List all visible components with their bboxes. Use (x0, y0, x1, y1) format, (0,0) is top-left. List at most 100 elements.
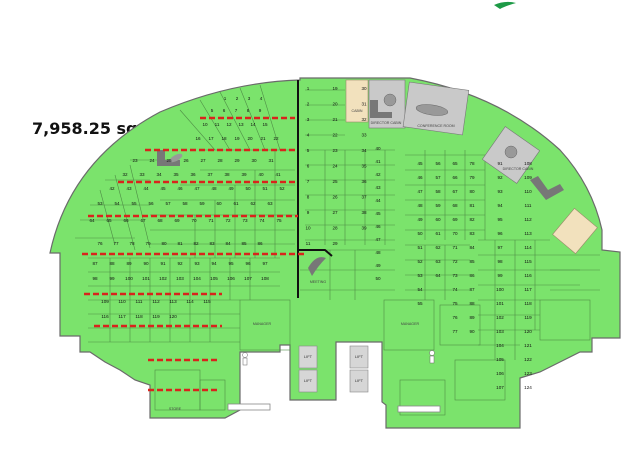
seat-number: 80 (469, 189, 475, 194)
seat-number: 119 (524, 315, 532, 320)
seat-number: 85 (241, 241, 247, 246)
seat-number: 21 (260, 136, 266, 141)
seat-number: 123 (524, 371, 532, 376)
seat-number: 49 (417, 217, 423, 222)
seat-number: 111 (136, 299, 143, 304)
seat-number: 116 (101, 314, 109, 319)
seat-number: 50 (375, 276, 381, 281)
seat-number: 84 (225, 241, 231, 246)
seat-number: 29 (234, 158, 240, 163)
seat-number: 117 (118, 314, 126, 319)
seat-number: 56 (148, 201, 154, 206)
seat-number: 51 (262, 186, 268, 191)
seat-number: 87 (92, 261, 98, 266)
seat-number: 103 (496, 329, 504, 334)
seat-number: 93 (194, 261, 200, 266)
selection-lines (82, 116, 306, 392)
seat-number: 50 (245, 186, 251, 191)
seat-number: 31 (361, 102, 367, 107)
seat-number: 43 (126, 186, 132, 191)
seat-number: 77 (113, 241, 119, 246)
seat-number: 60 (216, 201, 222, 206)
seat-number: 97 (262, 261, 268, 266)
lift-label: LIFT (355, 354, 364, 359)
seat-number: 25 (166, 158, 172, 163)
seat-number: 80 (161, 241, 167, 246)
seat-number: 34 (361, 148, 367, 153)
seat-number: 92 (177, 261, 183, 266)
seat-number: 89 (126, 261, 132, 266)
seat-number: 115 (524, 259, 532, 264)
seat-number: 61 (233, 201, 239, 206)
seat-number: 6 (223, 108, 226, 113)
seat-number: 68 (452, 203, 458, 208)
seat-number: 47 (417, 189, 423, 194)
seat-number: 37 (207, 172, 213, 177)
seat-number: 84 (469, 245, 475, 250)
seat-number: 41 (375, 159, 381, 164)
seat-number: 94 (497, 203, 503, 208)
seat-number: 69 (452, 217, 458, 222)
seat-number: 115 (203, 299, 211, 304)
seat-number: 1 (224, 96, 227, 101)
seat-number: 39 (241, 172, 247, 177)
seat-number: 107 (244, 276, 252, 281)
room-label-mgr-b: MANAGER (401, 322, 420, 326)
lower-rooms (154, 299, 591, 416)
seat-number: 53 (417, 273, 423, 278)
seat-number: 46 (177, 186, 183, 191)
seat-number: 99 (497, 273, 503, 278)
seat-number: 120 (169, 314, 177, 319)
seat-number: 27 (332, 210, 338, 215)
seat-number: 38 (361, 210, 367, 215)
seat-number: 33 (361, 133, 367, 138)
seat-number: 59 (435, 203, 441, 208)
seat-number: 55 (131, 201, 137, 206)
seat-number: 18 (221, 136, 227, 141)
room-label-store: STORE (169, 407, 182, 411)
seat-number: 118 (135, 314, 143, 319)
seat-number: 34 (156, 172, 162, 177)
seat-number: 96 (497, 231, 503, 236)
seat-number: 64 (435, 273, 441, 278)
seat-number: 4 (260, 96, 263, 101)
conference-table-icon (415, 104, 449, 116)
seat-number: 82 (469, 217, 475, 222)
seat-number: 12 (226, 122, 232, 127)
seat-number: 11 (306, 241, 311, 246)
seat-number: 37 (361, 195, 367, 200)
seat-number: 30 (251, 158, 257, 163)
seat-number: 113 (524, 231, 532, 236)
seat-number: 21 (332, 117, 338, 122)
seat-number: 67 (140, 218, 146, 223)
seat-number: 55 (417, 301, 423, 306)
seat-number: 42 (109, 186, 115, 191)
seat-number: 35 (173, 172, 179, 177)
seat-number: 8 (247, 108, 250, 113)
seat-number: 32 (122, 172, 128, 177)
seat-number: 40 (258, 172, 264, 177)
table-icon (383, 93, 397, 107)
seat-number: 54 (114, 201, 120, 206)
seat-number: 24 (332, 164, 338, 169)
seat-number: 19 (234, 136, 240, 141)
seat-number: 110 (118, 299, 126, 304)
room-label-cabin: CABIN (352, 109, 363, 113)
seat-number: 100 (125, 276, 133, 281)
seat-number: 58 (435, 189, 441, 194)
seat-number: 88 (109, 261, 115, 266)
seat-number: 11 (215, 122, 220, 127)
lift-label: LIFT (304, 378, 313, 383)
seat-number: 100 (496, 287, 504, 292)
seat-number: 6 (307, 164, 310, 169)
seat-number: 70 (452, 231, 458, 236)
seat-number: 95 (228, 261, 234, 266)
seat-number: 75 (276, 218, 282, 223)
seat-number: 71 (208, 218, 214, 223)
seat-number: 111 (525, 203, 532, 208)
seat-number: 68 (157, 218, 163, 223)
seat-number: 49 (228, 186, 234, 191)
seat-number: 50 (417, 231, 423, 236)
